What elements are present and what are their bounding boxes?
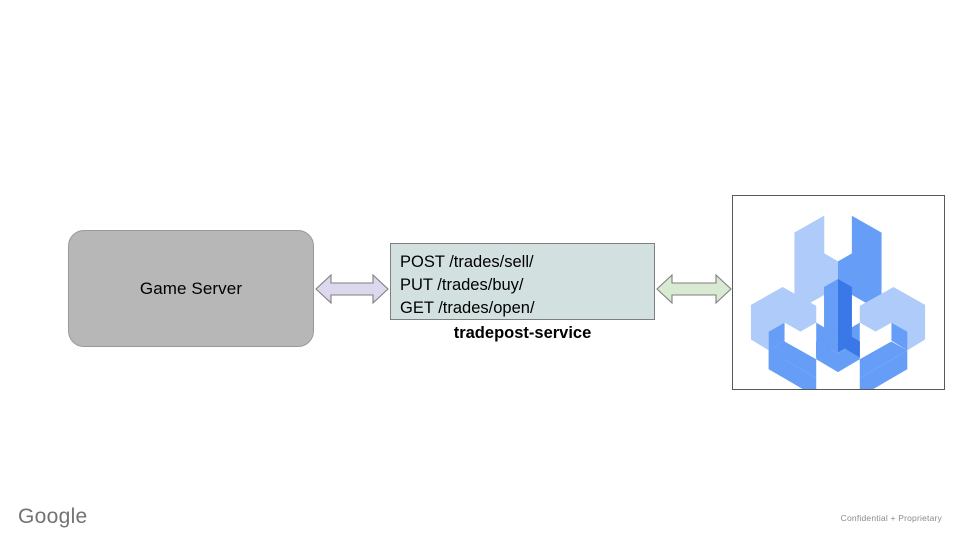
bidirectional-arrow-icon: [315, 273, 389, 305]
confidentiality-note: Confidential + Proprietary: [840, 513, 942, 523]
endpoint-line: GET /trades/open/: [400, 299, 535, 317]
agones-logo-icon: [750, 215, 926, 389]
tradepost-service-caption: tradepost-service: [453, 324, 592, 342]
bidirectional-arrow-icon: [656, 273, 732, 305]
endpoint-line: POST /trades/sell/: [400, 253, 534, 271]
arrow-gameserver-to-service[interactable]: [314, 266, 390, 312]
agones-logo-frame[interactable]: [732, 195, 945, 390]
google-wordmark: Google: [18, 505, 88, 528]
arrow-service-to-agones[interactable]: [655, 266, 733, 312]
game-server-node[interactable]: Game Server: [68, 230, 314, 347]
tradepost-service-node[interactable]: POST /trades/sell/ PUT /trades/buy/ GET …: [390, 243, 655, 320]
endpoint-line: PUT /trades/buy/: [400, 276, 524, 294]
game-server-label: Game Server: [139, 278, 243, 298]
